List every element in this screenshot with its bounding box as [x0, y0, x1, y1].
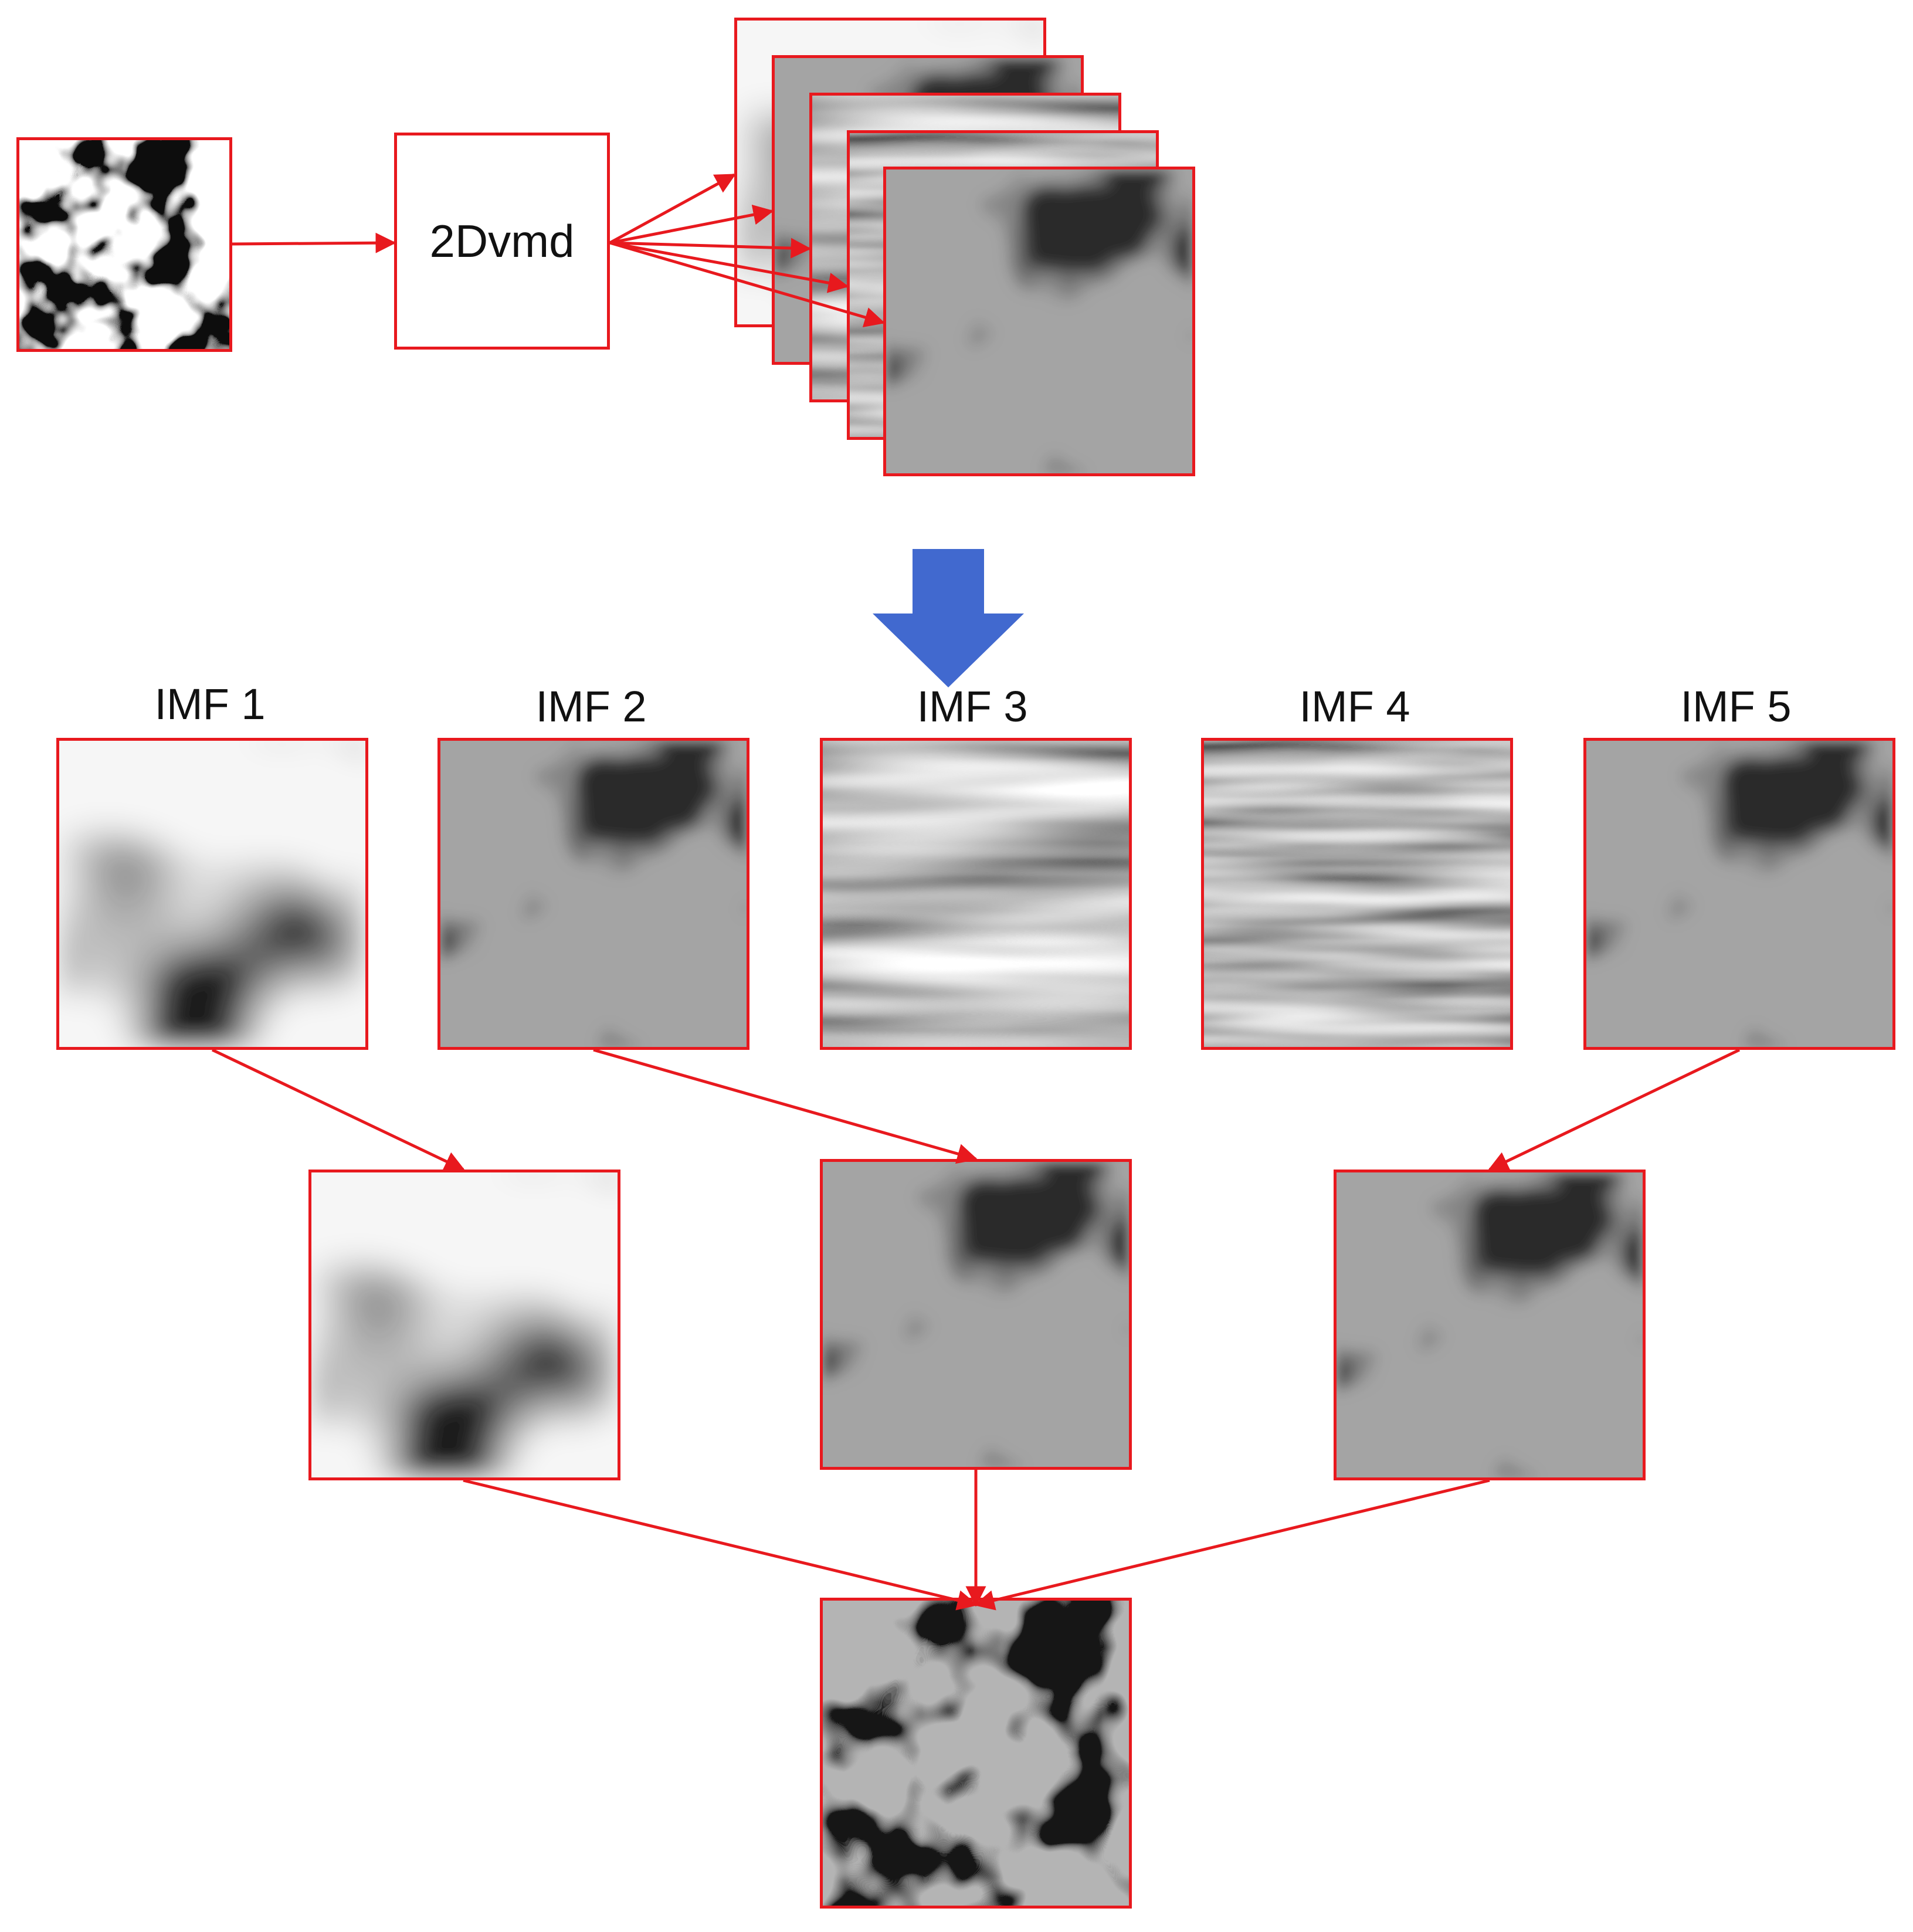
- imf-3-image: [820, 738, 1132, 1050]
- imf-4-image: [1201, 738, 1513, 1050]
- imf-4-label: IMF 4: [1299, 682, 1410, 731]
- imf-2-image: [437, 738, 749, 1050]
- imf-5-to-processed-arrow: [1487, 1048, 1741, 1171]
- imf-1-image: [56, 738, 368, 1050]
- imf-3-label: IMF 3: [917, 682, 1028, 731]
- processed-imf-1-image: [308, 1170, 620, 1480]
- imf-1-to-processed-arrow: [211, 1048, 466, 1171]
- processed-5-to-result-arrow: [974, 1479, 1490, 1611]
- down-arrow-icon: [873, 549, 1024, 687]
- reconstructed-image: [820, 1598, 1132, 1909]
- imf-1-label: IMF 1: [154, 680, 266, 728]
- imf-2-label: IMF 2: [535, 682, 647, 731]
- processed-imf-2-image: [820, 1159, 1132, 1470]
- 2dvmd-to-layer-1-arrow: [609, 173, 737, 245]
- imf-5-image: [1583, 738, 1895, 1050]
- 2dvmd-label: 2Dvmd: [429, 215, 575, 267]
- processed-imf-5-image: [1334, 1170, 1646, 1480]
- processed-1-to-result-arrow: [463, 1479, 978, 1611]
- mode-stack-layer-5: [883, 167, 1195, 476]
- 2dvmd-process-box: 2Dvmd: [394, 133, 610, 350]
- input-to-2dvmd-arrow: [232, 232, 396, 253]
- imf-5-label: IMF 5: [1680, 682, 1792, 731]
- input-image: [16, 137, 232, 352]
- imf-2-to-processed-arrow: [593, 1048, 978, 1164]
